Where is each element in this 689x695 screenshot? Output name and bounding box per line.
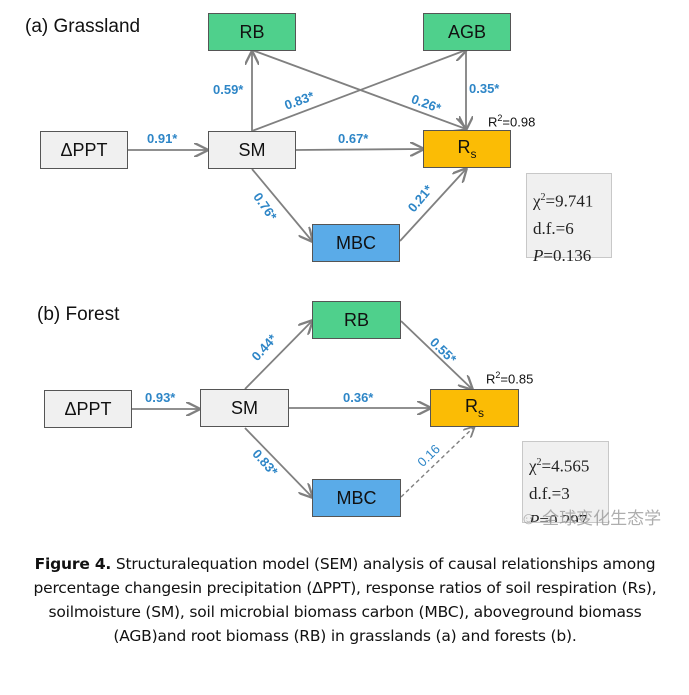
node-label: SM [238,139,266,160]
node-label: Rs [465,396,484,420]
arrow-b-sm-mbc [244,427,312,497]
caption-text: Structuralequation model (SEM) analysis … [33,555,657,645]
node-a-rb: RB [208,13,296,51]
arrow-a-sm-mbc [251,168,312,241]
node-b-mbc: MBC [312,479,401,517]
node-label: Rs [457,137,477,161]
node-label: ΔPPT [60,139,108,160]
node-a-agb: AGB [423,13,511,51]
panel-a-title: (a) Grassland [25,16,141,37]
node-label: ΔPPT [64,398,112,419]
model-fit-b: χ2=4.565 d.f.=3 P=0.297 [522,441,609,523]
arrow-a-rb-rs [251,49,466,129]
coef-a-ppt-sm: 0.91* [147,131,178,146]
degrees-of-freedom: d.f.=3 [529,483,570,503]
node-a-ppt: ΔPPT [40,131,128,169]
node-label: SM [231,397,258,418]
r2-a: R2=0.98 [488,113,536,130]
node-b-rb: RB [312,301,401,339]
arrow-a-mbc-rs [399,169,466,242]
node-label: RB [239,21,265,42]
node-label: MBC [336,232,376,253]
watermark: ☺ 全球变化生态学 [520,509,662,528]
p-value: P=0.297 [529,510,588,523]
coef-a-agb-rs: 0.35* [469,81,500,96]
node-label: AGB [447,21,486,42]
r2-b: R2=0.85 [486,370,534,387]
chi-square: χ2=9.741 [533,191,594,211]
figure-caption: Figure 4. Structuralequation model (SEM)… [10,552,680,648]
coef-a-sm-rs: 0.67* [338,131,369,146]
arrow-b-sm-rb [244,321,312,390]
coef-b-ppt-sm: 0.93* [145,390,176,405]
wechat-icon: ☺ [520,509,543,528]
node-a-sm: SM [208,131,296,169]
arrow-a-sm-rs [294,149,423,150]
node-a-mbc: MBC [312,224,400,262]
coef-a-sm-rb: 0.59* [213,82,244,97]
coef-b-sm-rs: 0.36* [343,390,374,405]
degrees-of-freedom: d.f.=6 [533,218,574,238]
caption-label: Figure 4. [34,555,112,573]
node-b-sm: SM [200,389,289,427]
node-label: MBC [336,487,377,508]
panel-b-title: (b) Forest [37,304,120,325]
node-label: RB [343,309,369,330]
arrow-b-mbc-rs [400,427,474,498]
p-value: P=0.136 [533,245,592,265]
model-fit-a: χ2=9.741 d.f.=6 P=0.136 [526,173,612,265]
node-b-ppt: ΔPPT [44,390,132,428]
arrow-a-sm-agb [251,50,466,132]
node-b-rs: Rs [430,389,519,427]
node-a-rs: Rs [423,130,511,168]
path-arrows [127,0,689,540]
chi-square: χ2=4.565 [529,456,590,476]
arrow-b-rb-rs [400,320,472,389]
